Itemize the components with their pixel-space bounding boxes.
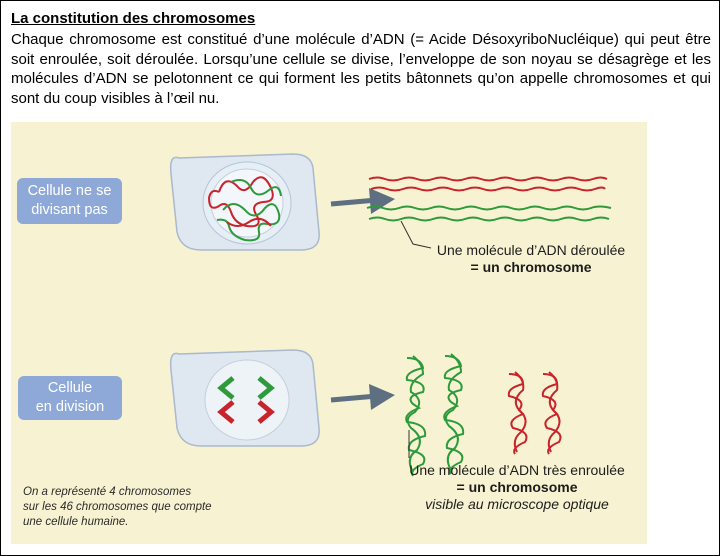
note-line: une cellule humaine. [23, 516, 129, 528]
label-cell-dividing: Cellule en division [18, 376, 122, 420]
cell-dividing [169, 349, 320, 447]
caption-line-bold: = un chromosome [456, 479, 578, 495]
figure-note: On a représenté 4 chromosomes sur les 46… [23, 485, 212, 530]
page-title: La constitution des chromosomes [11, 10, 256, 27]
caption-uncoiled: Une molécule d’ADN déroulée = un chromos… [423, 242, 639, 276]
note-line: sur les 46 chromosomes que compte [23, 501, 212, 513]
caption-line: Une molécule d’ADN très enroulée [409, 462, 625, 478]
arrow-right-icon [330, 188, 395, 214]
chromosome-figure: Cellule ne se divisant pas Cellule en divi… [11, 122, 647, 544]
caption-line-bold: = un chromosome [470, 259, 592, 275]
caption-coiled: Une molécule d’ADN très enroulée = un ch… [399, 462, 635, 513]
label-line: Cellule [47, 380, 93, 396]
cell-not-dividing [169, 153, 320, 251]
figure-drawing [169, 153, 612, 477]
caption-line: Une molécule d’ADN déroulée [436, 242, 626, 258]
arrow-right-icon-2 [330, 384, 395, 410]
note-line: On a représenté 4 chromosomes [23, 486, 192, 498]
uncoiled-dna-strands [366, 176, 612, 249]
label-line: en division [35, 399, 105, 415]
label-line: divisant pas [31, 202, 108, 218]
caption-line-italic: visible au microscope optique [425, 496, 609, 512]
label-line: Cellule ne se [27, 183, 112, 199]
label-cell-not-dividing: Cellule ne se divisant pas [17, 178, 122, 224]
intro-paragraph: Chaque chromosome est constitué d’une mo… [11, 31, 711, 107]
coiled-chromosomes [405, 353, 562, 477]
